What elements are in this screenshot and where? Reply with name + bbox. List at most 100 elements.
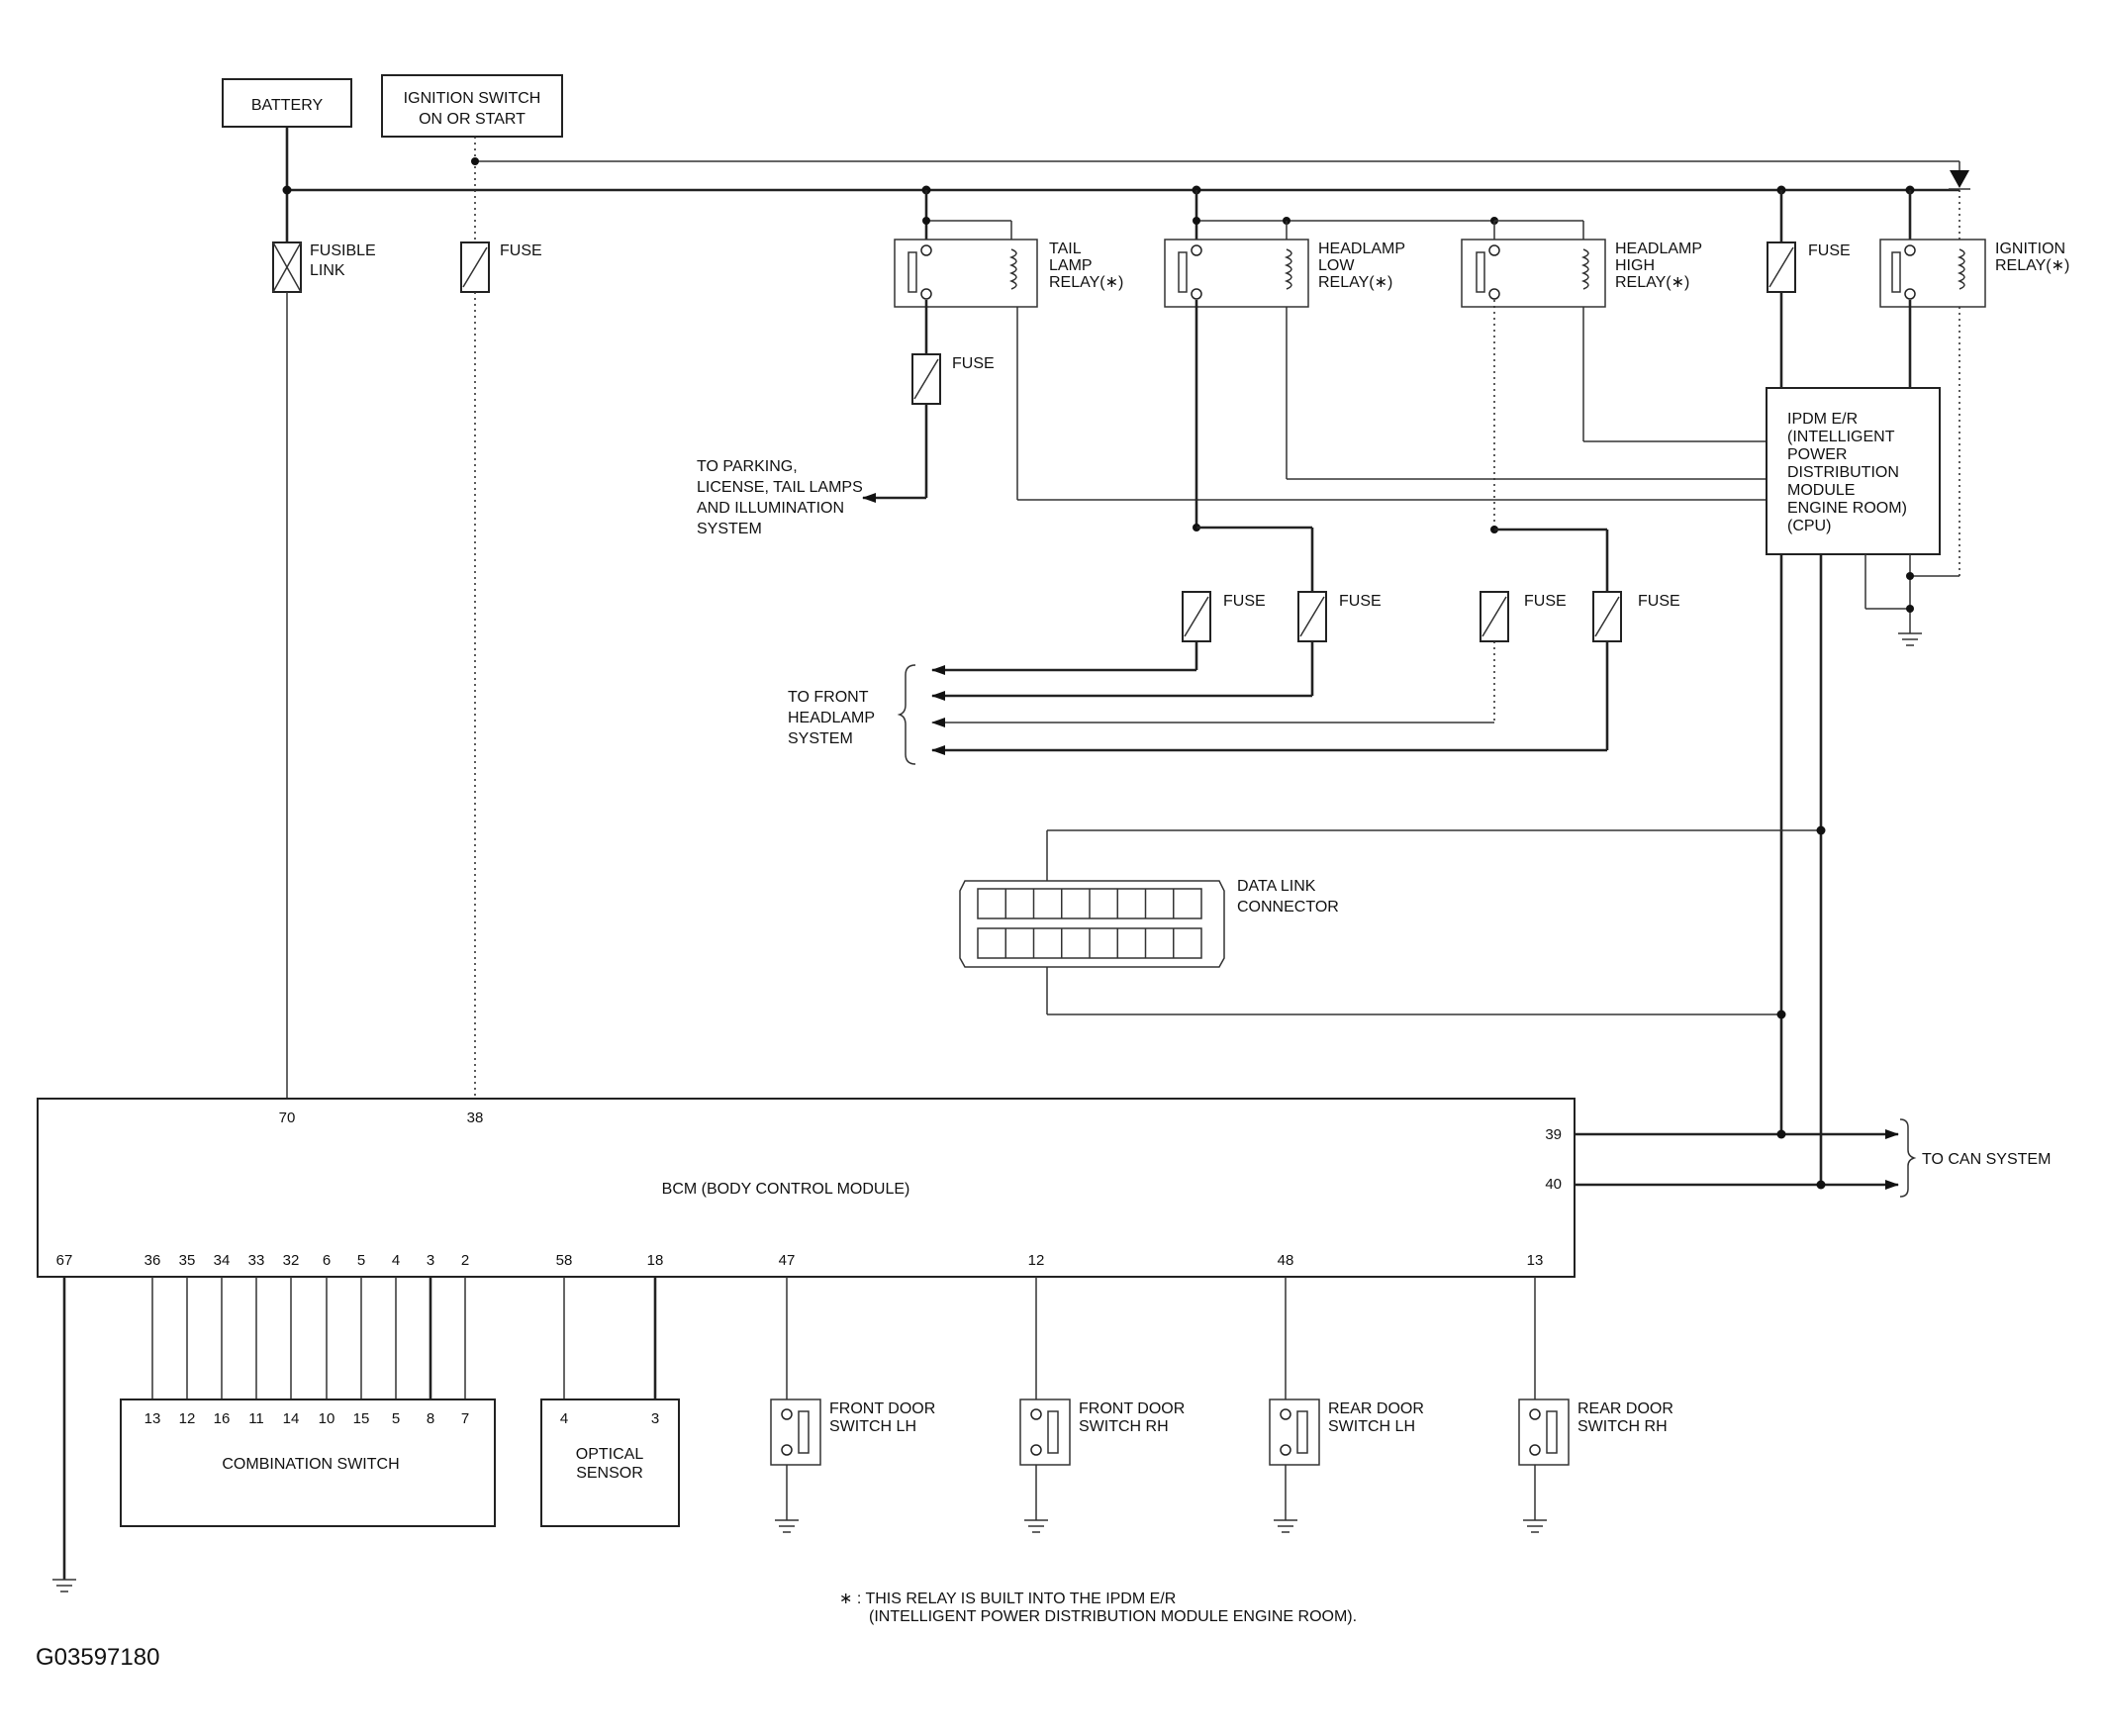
diode-icon: [1950, 170, 1969, 188]
ground-icon: [1024, 1519, 1048, 1533]
combination-switch-pin: 5: [392, 1410, 400, 1427]
svg-text:(CPU): (CPU): [1787, 518, 1831, 534]
low-relay-label-1: HEADLAMP: [1318, 241, 1405, 257]
ipdm-fuse: FUSE: [1767, 190, 1851, 388]
headlamp-high-relay: HEADLAMP HIGH RELAY(∗) FUSE FUSE: [931, 220, 1767, 755]
door-switch-label-1: FRONT DOOR: [1079, 1400, 1185, 1417]
data-link-label-1: DATA LINK: [1237, 878, 1316, 895]
data-link-label-2: CONNECTOR: [1237, 899, 1339, 916]
bcm-pin-bottom: 58: [556, 1252, 573, 1269]
high-fuse1-label: FUSE: [1524, 593, 1567, 610]
tail-relay-label-3: RELAY(∗): [1049, 274, 1123, 291]
bcm-pin-bottom: 47: [779, 1252, 796, 1269]
bcm-ground: [52, 1277, 76, 1592]
bcm-pin-bottom: 6: [323, 1252, 331, 1269]
fusible-link-label-1: FUSIBLE: [310, 242, 376, 259]
bcm-pin-bottom: 48: [1278, 1252, 1294, 1269]
high-fuse2-label: FUSE: [1638, 593, 1680, 610]
bcm-pin-bottom: 2: [461, 1252, 469, 1269]
combination-switch-pin: 7: [461, 1410, 469, 1427]
footnote-line-1: ∗ : THIS RELAY IS BUILT INTO THE IPDM E/…: [839, 1591, 1176, 1607]
low-relay-label-3: RELAY(∗): [1318, 274, 1392, 291]
figure-id: G03597180: [36, 1644, 159, 1671]
ground-icon: [1274, 1519, 1297, 1533]
svg-text:SYSTEM: SYSTEM: [788, 730, 853, 747]
ground-icon: [775, 1519, 799, 1533]
door-switch-label-2: SWITCH LH: [1328, 1418, 1415, 1435]
ignition-relay: IGNITION RELAY(∗): [1879, 190, 2069, 577]
ignition-switch-state-label: ON OR START: [419, 111, 526, 128]
ignition-fuse-label: FUSE: [500, 242, 542, 259]
svg-text:HEADLAMP: HEADLAMP: [788, 710, 875, 726]
svg-text:MODULE: MODULE: [1787, 482, 1855, 499]
high-relay-label-2: HIGH: [1615, 257, 1655, 274]
svg-text:AND ILLUMINATION: AND ILLUMINATION: [697, 500, 844, 517]
ground-icon: [1523, 1519, 1547, 1533]
footnote: ∗ : THIS RELAY IS BUILT INTO THE IPDM E/…: [839, 1591, 1357, 1625]
combination-switch-pin: 12: [179, 1410, 196, 1427]
fusible-link: FUSIBLE LINK: [272, 241, 376, 1099]
bcm-pin-bottom: 35: [179, 1252, 196, 1269]
bcm-module: BCM (BODY CONTROL MODULE) 70 38 39 40 67…: [37, 1098, 1576, 1278]
data-link-connector[interactable]: DATA LINK CONNECTOR: [959, 825, 1826, 1019]
bcm-pin-38: 38: [467, 1109, 484, 1126]
combination-switch-pin: 16: [214, 1410, 231, 1427]
bcm-pin-39: 39: [1545, 1126, 1562, 1143]
ipdm-module: IPDM E/R (INTELLIGENT POWER DISTRIBUTION…: [1766, 387, 1941, 1185]
combination-switch-label: COMBINATION SWITCH: [222, 1456, 399, 1473]
bcm-pin-bottom: 5: [357, 1252, 365, 1269]
svg-text:ENGINE ROOM): ENGINE ROOM): [1787, 500, 1907, 517]
door-switch-label-2: SWITCH RH: [1577, 1418, 1668, 1435]
combination-switch-pin: 13: [144, 1410, 161, 1427]
door-switch-label-2: SWITCH LH: [829, 1418, 916, 1435]
low-fuse2-label: FUSE: [1339, 593, 1382, 610]
combination-switch-pin: 11: [248, 1410, 264, 1427]
tail-relay-label-2: LAMP: [1049, 257, 1093, 274]
bcm-pin-bottom: 34: [214, 1252, 231, 1269]
can-output: TO CAN SYSTEM: [1575, 1118, 2051, 1198]
ignition-fuse: FUSE: [460, 241, 542, 1099]
door-switch-label-1: REAR DOOR: [1577, 1400, 1673, 1417]
ignition-switch-label: IGNITION SWITCH: [404, 90, 541, 107]
high-relay-label-1: HEADLAMP: [1615, 241, 1702, 257]
svg-text:DISTRIBUTION: DISTRIBUTION: [1787, 464, 1899, 481]
bcm-pin-bottom: 4: [392, 1252, 400, 1269]
ignition-relay-label-1: IGNITION: [1995, 241, 2065, 257]
headlamp-low-relay: HEADLAMP LOW RELAY(∗) FUSE FUSE: [931, 190, 1767, 701]
battery-source: BATTERY: [222, 78, 352, 128]
battery-bus: [282, 127, 1959, 242]
parking-output-label: TO PARKING, LICENSE, TAIL LAMPS AND ILLU…: [697, 458, 863, 537]
low-relay-label-2: LOW: [1318, 257, 1355, 274]
tail-fuse-label: FUSE: [952, 355, 995, 372]
combination-switch-pin: 8: [427, 1410, 434, 1427]
bcm-pin-bottom: 3: [427, 1252, 434, 1269]
combination-switch-pin: 14: [283, 1410, 300, 1427]
can-output-label: TO CAN SYSTEM: [1922, 1151, 2051, 1168]
combination-switch-pin: 15: [353, 1410, 370, 1427]
high-relay-label-3: RELAY(∗): [1615, 274, 1689, 291]
bcm-pin-bottom: 12: [1028, 1252, 1045, 1269]
optical-pin-4: 4: [560, 1410, 568, 1427]
svg-text:TO PARKING,: TO PARKING,: [697, 458, 798, 475]
ground-icon: [1898, 632, 1922, 646]
bcm-pin-bottom: 32: [283, 1252, 300, 1269]
bcm-pin-bottom: 67: [56, 1252, 73, 1269]
ground-icon: [52, 1579, 76, 1592]
ipdm-fuse-label: FUSE: [1808, 242, 1851, 259]
door-switch-label-1: REAR DOOR: [1328, 1400, 1424, 1417]
svg-text:IPDM E/R: IPDM E/R: [1787, 411, 1858, 428]
bcm-pin-bottom: 13: [1527, 1252, 1544, 1269]
headlamp-output-label: TO FRONT HEADLAMP SYSTEM: [788, 664, 916, 765]
door-switch-label-2: SWITCH RH: [1079, 1418, 1169, 1435]
bcm-pin-40: 40: [1545, 1176, 1562, 1193]
door-switch-label-1: FRONT DOOR: [829, 1400, 935, 1417]
ignition-relay-label-2: RELAY(∗): [1995, 257, 2069, 274]
footnote-line-2: (INTELLIGENT POWER DISTRIBUTION MODULE E…: [869, 1608, 1357, 1625]
